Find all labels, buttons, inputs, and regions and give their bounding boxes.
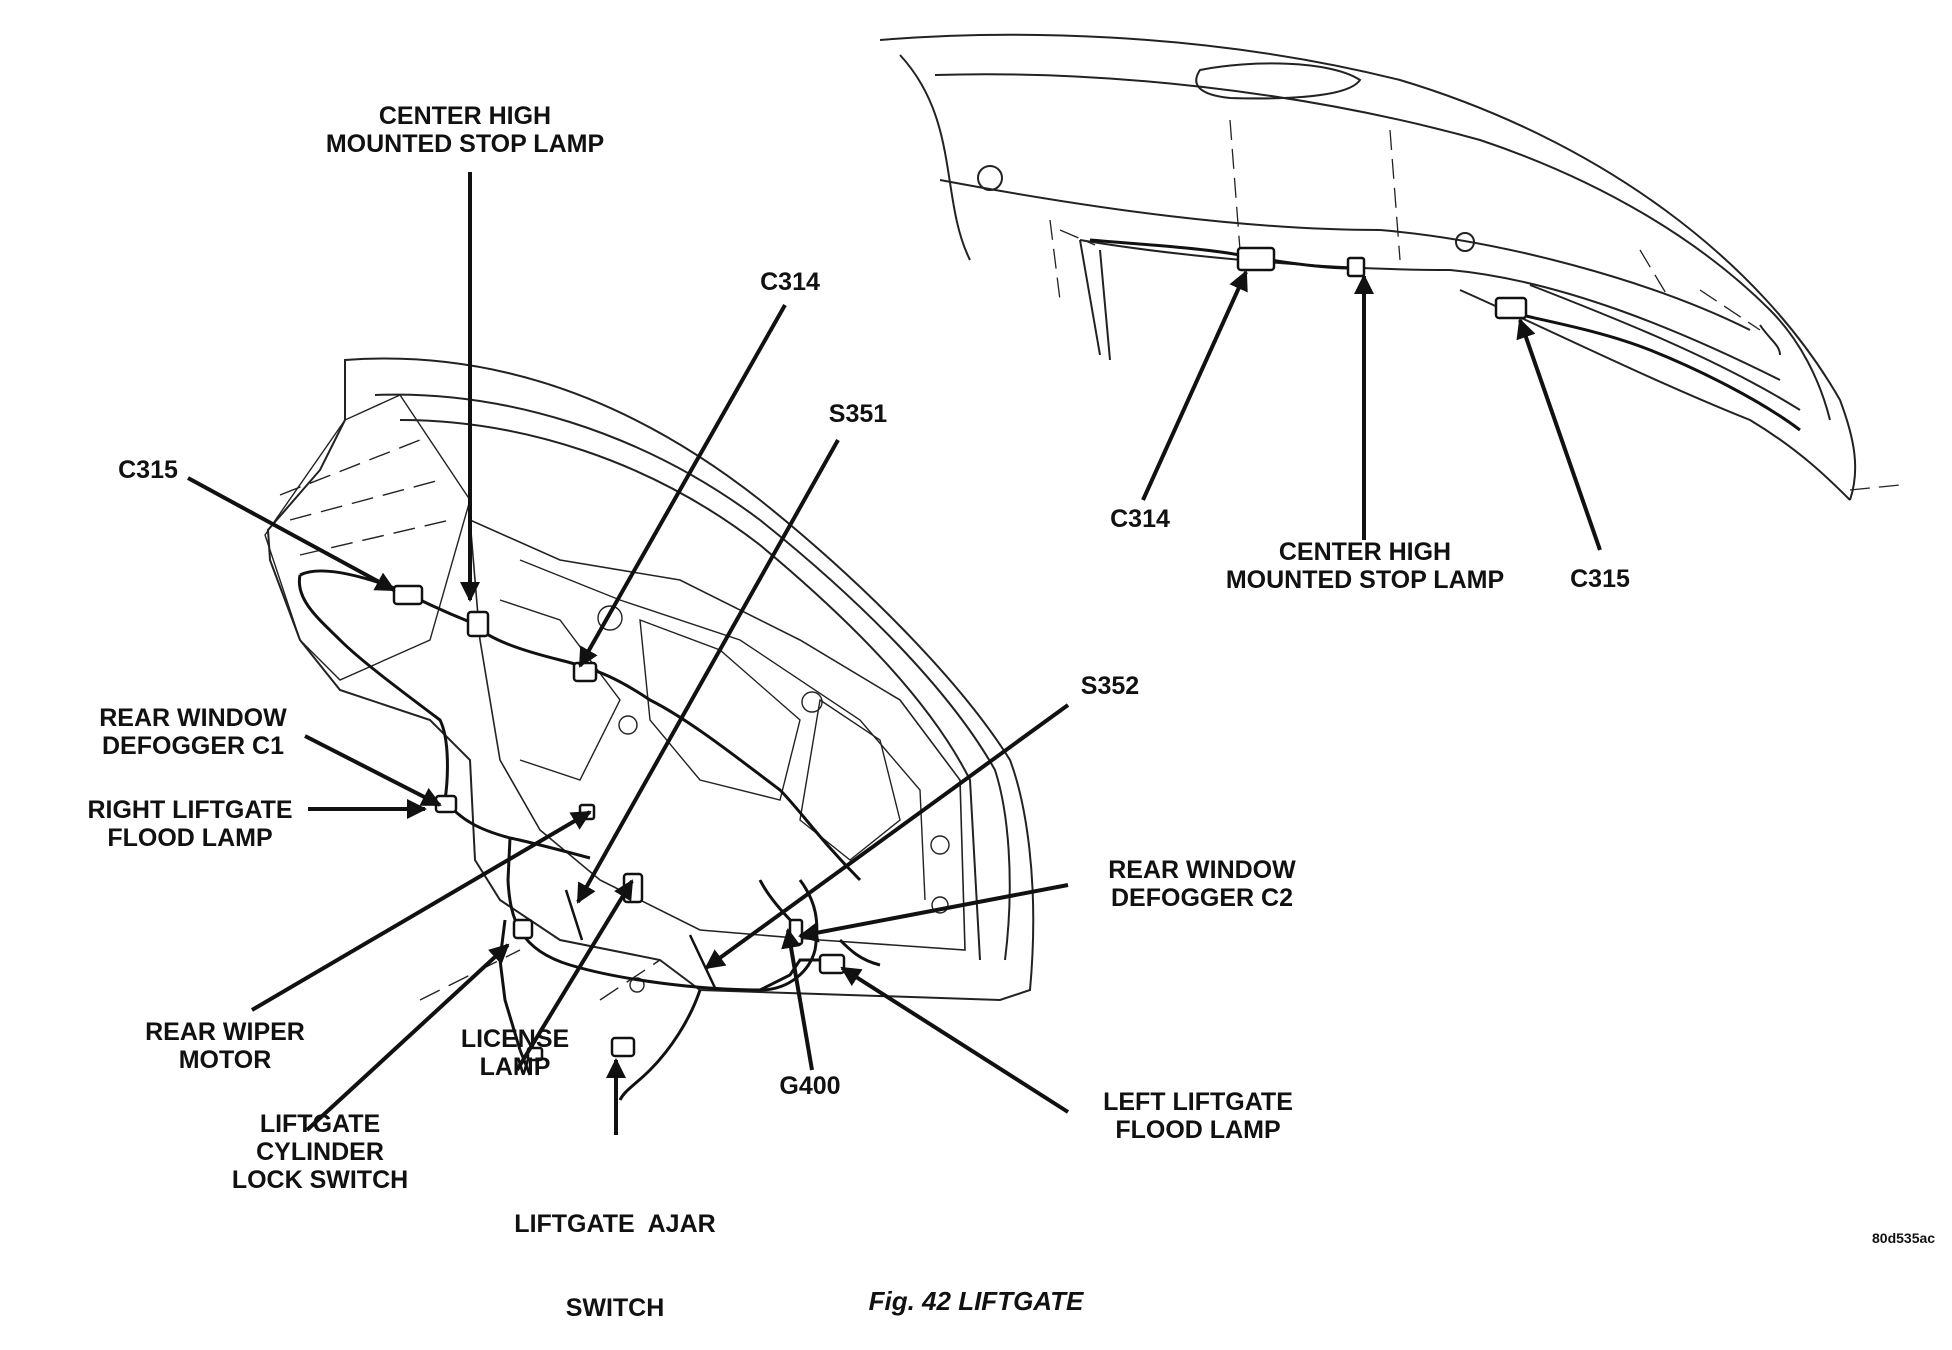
leader-lines [187,172,1602,1135]
label-s352: S352 [1080,672,1140,700]
label-left-liftgate-flood-lamp: LEFT LIFTGATE FLOOD LAMP [1103,1088,1293,1144]
label-g400: G400 [779,1072,841,1100]
splice-marks [564,889,718,991]
label-center-high-mounted-stop-lamp: CENTER HIGH MOUNTED STOP LAMP [325,102,605,158]
label-liftgate-ajar-switch: LIFTGATE AJAR SWITCH [514,1210,716,1322]
label-c315-inset: C315 [1570,565,1630,593]
label-c314: C314 [760,268,820,296]
label-license-lamp: LICENSE LAMP [460,1025,570,1081]
inset-view [879,33,1901,501]
label-rear-wiper-motor: REAR WIPER MOTOR [145,1018,305,1074]
label-c315: C315 [118,456,178,484]
inset-connectors [1236,246,1528,320]
inset-harness [1089,238,1801,432]
image-code: 80d535ac [1872,1230,1936,1246]
label-center-high-mounted-stop-lamp-inset: CENTER HIGH MOUNTED STOP LAMP [1225,538,1505,594]
label-liftgate-cylinder-lock-switch: LIFTGATE CYLINDER LOCK SWITCH [231,1110,409,1194]
figure-caption: Fig. 42 LIFTGATE [868,1286,1084,1316]
label-right-liftgate-flood-lamp: RIGHT LIFTGATE FLOOD LAMP [87,796,293,852]
label-rear-window-defogger-c1: REAR WINDOW DEFOGGER C1 [99,704,287,760]
label-rear-window-defogger-c2: REAR WINDOW DEFOGGER C2 [1108,856,1296,912]
label-c314-inset: C314 [1110,505,1170,533]
liftgate-main-view [264,357,1035,1002]
label-s351: S351 [828,400,888,428]
